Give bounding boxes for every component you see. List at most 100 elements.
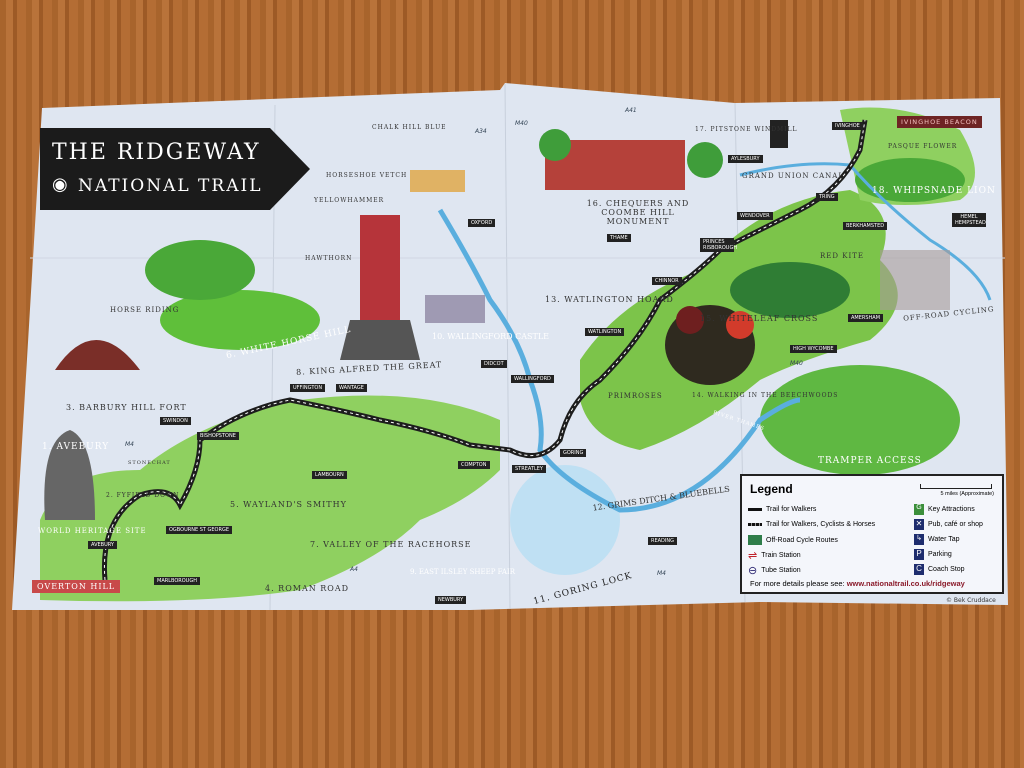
key-attraction-icon: G bbox=[914, 504, 924, 515]
scale-bar bbox=[920, 484, 992, 489]
king-alfred-statue bbox=[360, 215, 400, 320]
title-sign bbox=[40, 128, 310, 210]
king-alfred-rock bbox=[340, 320, 420, 360]
town-label: DIDCOT bbox=[481, 360, 507, 368]
feature-label: PASQUE FLOWER bbox=[888, 143, 958, 150]
town-label: BISHOPSTONE bbox=[197, 432, 239, 440]
trail-mixed-use-icon bbox=[748, 523, 762, 526]
legend-item: Tube Station bbox=[761, 567, 801, 574]
tube-station-icon: ⊖ bbox=[748, 565, 758, 577]
cycle-route-icon bbox=[748, 535, 762, 545]
attraction-label: 16. CHEQUERS AND COOMBE HILL MONUMENT bbox=[586, 199, 690, 226]
town-label: OGBOURNE ST GEORGE bbox=[166, 526, 233, 534]
coach-stop-icon: C bbox=[914, 564, 924, 575]
parking-icon: P bbox=[914, 549, 924, 560]
road-label: A4 bbox=[350, 566, 358, 573]
legend-item: Key Attractions bbox=[928, 506, 975, 513]
attraction-label: 17. PITSTONE WINDMILL bbox=[695, 126, 798, 133]
town-label: UFFINGTON bbox=[290, 384, 326, 392]
legend-item: Coach Stop bbox=[928, 566, 965, 573]
legend-item: Off-Road Cycle Routes bbox=[766, 536, 838, 544]
tree bbox=[687, 142, 723, 178]
off-road-cycling-area bbox=[880, 250, 950, 310]
road-label: A41 bbox=[625, 107, 637, 114]
attraction-label: 2. FYFIELD DOWN bbox=[106, 492, 180, 499]
town-label: READING bbox=[648, 537, 677, 545]
oxford-spires bbox=[410, 170, 465, 192]
feature-label: TRAMPER ACCESS bbox=[818, 456, 922, 466]
goring-lock-circle bbox=[510, 465, 620, 575]
start-point-overton-hill: OVERTON HILL bbox=[32, 580, 121, 593]
town-label: HEMEL HEMPSTEAD bbox=[952, 213, 986, 227]
tree bbox=[539, 129, 571, 161]
attraction-label: 15. WHITELEAF CROSS bbox=[700, 314, 819, 323]
roundhouse bbox=[55, 340, 140, 370]
town-label: WATLINGTON bbox=[585, 328, 625, 336]
attraction-label: 5. WAYLAND'S SMITHY bbox=[230, 500, 347, 509]
legend-title: Legend bbox=[750, 482, 793, 496]
legend-item: Pub, café or shop bbox=[928, 521, 983, 528]
white-horse-hill bbox=[160, 290, 320, 350]
town-label: LAMBOURN bbox=[312, 471, 347, 479]
feature-label: HAWTHORN bbox=[305, 255, 353, 262]
scale-label: 5 miles (Approximate) bbox=[940, 491, 995, 497]
water-tap-icon: ↳ bbox=[914, 534, 924, 545]
end-point-ivinghoe-beacon: IVINGHOE BEACON bbox=[897, 116, 982, 128]
town-label: AYLESBURY bbox=[728, 155, 763, 163]
town-label: GORING bbox=[560, 449, 587, 457]
train-station-icon: ⇌ bbox=[748, 550, 758, 562]
feature-label: HORSE RIDING bbox=[110, 306, 180, 314]
feature-label: GRAND UNION CANAL bbox=[742, 172, 844, 180]
feature-label: STONECHAT bbox=[128, 460, 171, 466]
feature-label: HORSESHOE VETCH bbox=[326, 172, 408, 179]
beech-tree bbox=[726, 311, 754, 339]
town-label: THAME bbox=[607, 234, 631, 242]
town-label: SWINDON bbox=[160, 417, 191, 425]
feature-label: WORLD HERITAGE SITE bbox=[38, 527, 147, 535]
attraction-label: 13. WATLINGTON HOARD bbox=[545, 295, 674, 304]
town-label: STREATLEY bbox=[512, 465, 546, 473]
attraction-label: 10. WALLINGFORD CASTLE bbox=[432, 332, 549, 341]
attraction-label: 9. EAST ILSLEY SHEEP FAIR bbox=[410, 568, 515, 576]
legend-item: Train Station bbox=[761, 552, 801, 559]
windmill bbox=[770, 120, 788, 148]
wallingford-castle bbox=[425, 295, 485, 323]
legend-item: Parking bbox=[928, 551, 952, 558]
town-label: CHINNOR bbox=[652, 277, 682, 285]
map-title: THE RIDGEWAY ◉ NATIONAL TRAIL bbox=[40, 128, 310, 210]
town-label: AMERSHAM bbox=[848, 314, 884, 322]
town-label: IVINGHOE bbox=[832, 122, 863, 130]
town-label: PRINCES RISBOROUGH bbox=[700, 238, 737, 252]
legend-item: Water Tap bbox=[928, 536, 960, 543]
road-label: M40 bbox=[790, 360, 803, 367]
town-label: AVEBURY bbox=[88, 541, 117, 549]
fold-line bbox=[504, 83, 511, 609]
feature-label: PRIMROSES bbox=[608, 392, 663, 400]
attraction-label: 4. ROMAN ROAD bbox=[265, 584, 350, 593]
more-details-text: For more details please see: bbox=[750, 579, 847, 588]
beech-tree bbox=[676, 306, 704, 334]
pub-icon: ✕ bbox=[914, 519, 924, 530]
road-label: A34 bbox=[475, 128, 487, 135]
illustrator-credit: © Bek Cruddace bbox=[946, 597, 996, 604]
grand-union-canal bbox=[739, 162, 992, 301]
town-label: BERKHAMSTED bbox=[843, 222, 888, 230]
tramper-hill bbox=[760, 365, 960, 475]
town-label: TRING bbox=[816, 193, 838, 201]
map-legend: Legend 5 miles (Approximate) Trail for W… bbox=[740, 474, 1004, 594]
title-line1: THE RIDGEWAY bbox=[52, 140, 261, 165]
attraction-label: 1. AVEBURY bbox=[42, 442, 110, 452]
town-label: WENDOVER bbox=[737, 212, 773, 220]
feature-label: YELLOWHAMMER bbox=[314, 197, 385, 204]
legend-item: Trail for Walkers bbox=[766, 506, 817, 513]
town-label: HIGH WYCOMBE bbox=[790, 345, 837, 353]
website-link[interactable]: www.nationaltrail.co.uk/ridgeway bbox=[846, 579, 965, 588]
feature-label: CHALK HILL BLUE bbox=[372, 124, 447, 131]
town-label: MARLBOROUGH bbox=[154, 577, 200, 585]
green-land-west bbox=[40, 395, 500, 602]
attraction-label: 18. WHIPSNADE LION bbox=[872, 186, 996, 196]
hill bbox=[145, 240, 255, 300]
title-line2: NATIONAL TRAIL bbox=[78, 176, 263, 196]
